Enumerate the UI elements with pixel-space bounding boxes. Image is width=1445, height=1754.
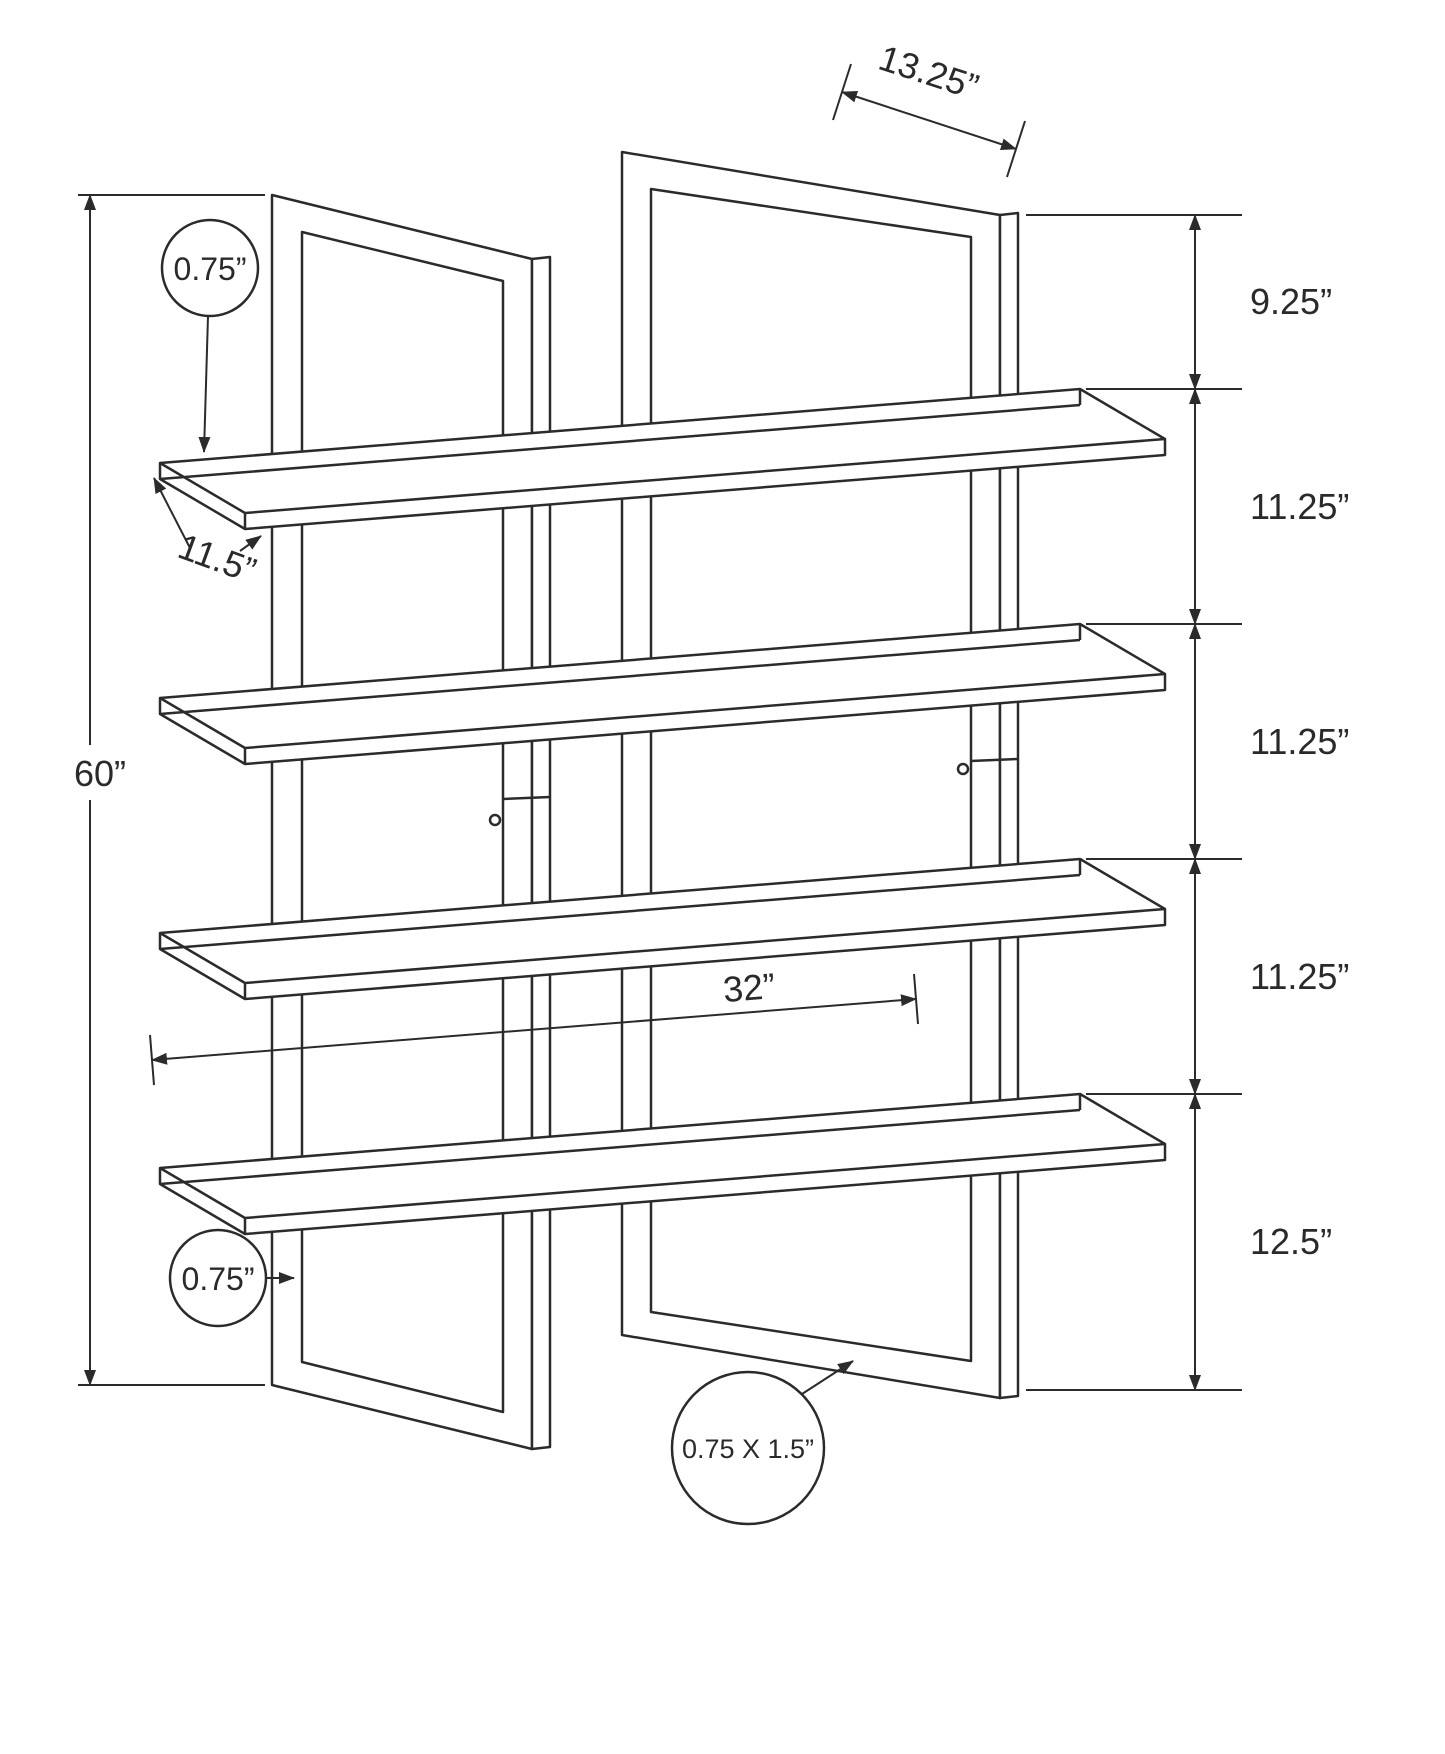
right-frame <box>620 150 1020 1400</box>
shelf-edges <box>159 624 1166 764</box>
dimension-height: 60” <box>74 194 265 1386</box>
top-depth-label: 13.25” <box>874 37 984 108</box>
shelf-edges <box>159 1094 1166 1234</box>
callout-circle <box>670 1370 826 1526</box>
shelf-depth-label: 11.5” <box>173 525 262 591</box>
right-post-screw <box>956 762 970 776</box>
dimension-line <box>841 90 1017 151</box>
chain-label-5: 12.5” <box>1250 1221 1332 1262</box>
chain-label-1: 9.25” <box>1250 281 1332 322</box>
callout-circle <box>160 218 260 318</box>
dimension-line <box>151 994 917 1065</box>
shelf-edges <box>159 389 1166 529</box>
chain-label-3: 11.25” <box>1250 721 1349 762</box>
leader-arrow <box>801 1360 854 1395</box>
shelf-3 <box>158 857 1167 1001</box>
inner-width-label: 32” <box>721 965 776 1010</box>
left-frame <box>270 193 552 1451</box>
post-connectors <box>488 757 1019 827</box>
left-post-seam <box>502 795 551 801</box>
height-label: 60” <box>74 753 126 794</box>
leader-arrow <box>239 535 262 552</box>
chain-label-2: 11.25” <box>1250 486 1349 527</box>
dimension-top-depth: 13.25” <box>832 37 1026 178</box>
dimension-chain-right: 9.25” 11.25” 11.25” 11.25” 12.5” <box>1026 214 1349 1391</box>
shelf-2 <box>158 622 1167 766</box>
right-post-seam <box>970 757 1019 763</box>
dimension-inner-width: 32” <box>149 965 919 1086</box>
leg-width-label: 0.75” <box>182 1261 255 1297</box>
frame-tube-label: 0.75 X 1.5” <box>682 1434 814 1464</box>
leader-arrow <box>198 315 211 453</box>
leader-arrow <box>153 477 191 549</box>
right-frame-back-post-face <box>998 211 1020 1400</box>
chain-label-4: 11.25” <box>1250 956 1349 997</box>
callout-shelf-thickness: 0.75” <box>160 218 260 453</box>
callout-leg-width: 0.75” <box>168 1228 295 1328</box>
callout-circle <box>168 1228 268 1328</box>
shelf-thickness-label: 0.75” <box>174 251 247 287</box>
callout-frame-tube: 0.75 X 1.5” <box>670 1360 854 1526</box>
shelf-edges <box>159 859 1166 999</box>
left-post-screw <box>488 813 502 827</box>
shelf-4 <box>158 1092 1167 1236</box>
right-frame-loop <box>620 150 1002 1400</box>
